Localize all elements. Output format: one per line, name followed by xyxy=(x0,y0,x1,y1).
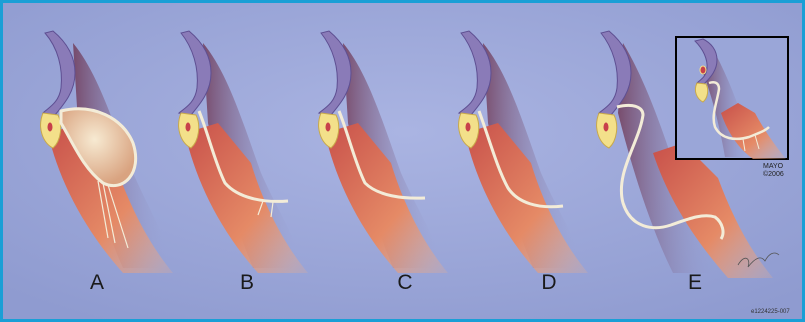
inset-coronary xyxy=(700,66,706,74)
panel-label-d: D xyxy=(529,271,569,295)
panel-c-coronary xyxy=(325,122,331,132)
panel-d-coronary xyxy=(465,122,471,132)
panel-e-coronary xyxy=(603,122,609,132)
inset-drawing xyxy=(676,37,788,159)
copyright-line-1: MAYO xyxy=(763,163,784,171)
panel-label-a: A xyxy=(77,271,117,295)
panel-a-coronary xyxy=(47,122,53,132)
panel-b-coronary xyxy=(185,122,191,132)
panel-label-b: B xyxy=(227,271,267,295)
copyright-line-2: ©2006 xyxy=(763,171,784,179)
panel-label-c: C xyxy=(385,271,425,295)
copyright-notice: MAYO ©2006 xyxy=(763,163,784,179)
panel-label-e: E xyxy=(675,271,715,295)
figure-id: e1224225-007 xyxy=(751,309,790,315)
